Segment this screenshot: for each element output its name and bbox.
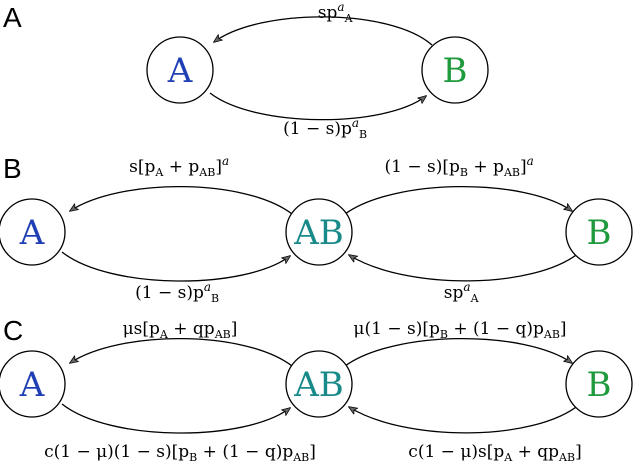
panel-c-letter: C [3,315,23,346]
edge-b-to-a [214,16,433,46]
node-ab-label: AB [293,365,344,405]
rate-ab-to-b: μ(1 − s)[pB + (1 − q)pAB] [353,319,566,341]
panel-a: A A B spaA (1 − s)paB [3,0,489,141]
edge-b-to-ab [349,251,581,282]
node-a-label: A [19,213,45,253]
node-b-label: B [587,213,612,253]
edge-ab-to-a [70,337,293,367]
node-a: A [146,36,214,104]
node-a-label: A [19,365,45,405]
edge-ab-to-a [70,185,293,215]
node-a: A [0,350,66,418]
rate-a-to-b: (1 − s)paB [283,116,369,141]
rate-ab-to-a: s[pA + pAB]a [129,154,231,179]
panel-c: C A AB B μs[pA + qpAB] μ(1 − s)[pB + (1 … [0,315,633,464]
rate-ab-to-b: (1 − s)[pB + pAB]a [385,154,536,179]
node-ab-label: AB [293,213,344,253]
edge-a-to-ab [61,251,290,282]
edge-a-to-ab [61,403,290,434]
rate-b-to-a: spaA [318,0,354,25]
node-b: B [565,198,633,266]
edge-b-to-ab [349,403,581,434]
rate-a-to-ab: (1 − s)paB [135,280,221,305]
node-ab: AB [285,350,353,418]
node-b-label: B [443,51,468,91]
node-a-label: A [167,51,193,91]
panel-b-letter: B [3,153,22,184]
node-ab: AB [285,198,353,266]
rate-a-to-ab: c(1 − μ)(1 − s)[pB + (1 − q)pAB] [44,442,316,464]
edge-a-to-b [209,92,426,121]
node-b: B [565,350,633,418]
rate-ab-to-a: μs[pA + qpAB] [123,319,238,341]
panel-a-letter: A [3,2,22,33]
panel-b: B A AB B s[pA + pAB]a (1 − s)[pB + pAB]a… [0,153,633,305]
node-a: A [0,198,66,266]
edge-ab-to-b [344,185,572,215]
node-b: B [421,36,489,104]
node-b-label: B [587,365,612,405]
edge-ab-to-b [344,337,572,367]
rate-b-to-ab: c(1 − μ)s[pA + qpAB] [408,442,581,464]
rate-b-to-ab: spaA [444,280,480,305]
